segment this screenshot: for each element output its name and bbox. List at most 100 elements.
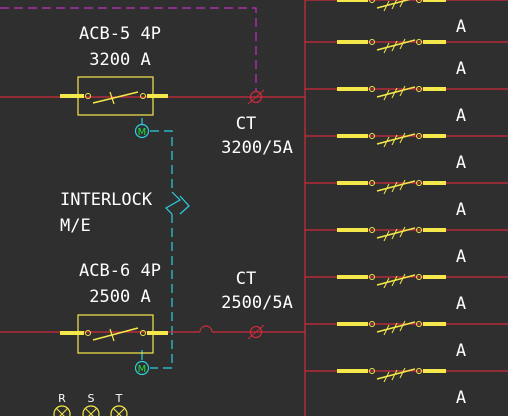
feeder-2: A (305, 38, 508, 79)
feeder-pivot-left (369, 274, 375, 280)
feeder-blade-mark (383, 0, 390, 12)
feeder-blade-mark (383, 183, 390, 195)
lamp-cross (88, 408, 97, 416)
feeder-pivot-right (416, 321, 422, 327)
feeder-8: A (305, 320, 508, 361)
feeder-blade-mark (399, 320, 406, 332)
interlock-zigzag (165, 191, 181, 215)
feeder-4: A (305, 132, 508, 173)
acb5-pivot-left (85, 93, 91, 99)
feeder-3: A (305, 85, 508, 126)
interlock-wire-lower (150, 214, 173, 369)
phase-lamp-s: S (82, 392, 100, 416)
feeder-switch-blade (376, 86, 416, 98)
ct-lower-symbol (249, 325, 263, 339)
lamp-icon (53, 405, 71, 416)
feeder-switch-blade (376, 133, 416, 145)
feeder-pivot-right (416, 0, 422, 3)
feeder-switch-blade (376, 39, 416, 51)
feeder-blade-mark (383, 42, 390, 54)
feeder-pivot-left (369, 133, 375, 139)
motor-label-lower: M (138, 364, 147, 375)
feeder-blade-mark (383, 277, 390, 289)
acb6-rating: 2500 A (89, 287, 150, 307)
acb6-name: ACB-6 4P (79, 261, 161, 281)
feeder-switch-blade (376, 0, 411, 9)
ct-upper-label: CT (236, 114, 256, 134)
feeder-blade-mark (383, 136, 390, 148)
feeder-pivot-left (369, 86, 375, 92)
ct-upper-symbol (249, 90, 263, 104)
ct-upper: CT 3200/5A (221, 89, 293, 158)
feeder-switch-blade (376, 321, 416, 333)
acb5-pivot-right (140, 93, 146, 99)
feeder-pivot-left (369, 321, 375, 327)
feeder-blade-mark (399, 0, 405, 8)
control-wire (0, 7, 257, 92)
phase-lamp-label: T (115, 392, 123, 405)
feeder-pivot-right (416, 180, 422, 186)
feeder-blade-mark (399, 179, 406, 191)
feeder-rating-label: A (456, 153, 466, 173)
feeder-blade-mark (391, 228, 398, 240)
feeder-switch-blade (376, 274, 416, 286)
interlock-sub-label: M/E (60, 216, 91, 236)
motor-operator-upper (134, 123, 150, 139)
feeder-switch-blade (376, 227, 416, 239)
acb6-incomer: ACB-6 4P 2500 A (0, 261, 305, 354)
ct-upper-ratio: 3200/5A (221, 138, 293, 158)
lamp-cross (59, 408, 68, 416)
acb6-pivot-left (85, 330, 91, 336)
feeder-pivot-left (369, 39, 375, 45)
ct-lower-label: CT (236, 269, 256, 289)
feeder-blade-mark (391, 181, 398, 193)
ct-lower-tick (247, 324, 265, 340)
phase-indicator-lamps: R S T (53, 392, 128, 416)
feeder-blade-mark (391, 275, 398, 287)
feeder-pivot-right (416, 86, 422, 92)
acb5-breaker-box[interactable] (77, 76, 154, 116)
acb6-switch-blade (92, 327, 139, 341)
feeder-rating-label: A (456, 388, 466, 408)
feeder-blade-mark (391, 322, 398, 334)
feeder-blade-mark (399, 85, 406, 97)
lamp-icon (82, 405, 100, 416)
feeder-9: A (305, 367, 508, 408)
phase-lamp-label: R (58, 392, 66, 405)
feeder-blade-mark (399, 367, 406, 379)
feeder-switch-blade (376, 368, 416, 380)
interlock-link: M M INTERLOCK M/E (60, 118, 190, 376)
interlock-wire-upper (150, 130, 173, 192)
feeder-pivot-right (416, 39, 422, 45)
feeder-pivot-right (416, 227, 422, 233)
acb5-name: ACB-5 4P (79, 24, 161, 44)
phase-lamp-label: S (88, 392, 95, 405)
acb6-pivot-right (140, 330, 146, 336)
feeder-rating-label: A (456, 17, 466, 37)
feeder-rating-label: A (456, 247, 466, 267)
feeder-blade-mark (399, 226, 406, 238)
feeder-blade-mark (383, 371, 390, 383)
feeder-7: A (305, 273, 508, 314)
ct-lower-ratio: 2500/5A (221, 293, 293, 313)
lamp-icon (110, 405, 128, 416)
feeder-blade-mark (391, 0, 398, 10)
feeder-6: A (305, 226, 508, 267)
feeder-pivot-right (416, 274, 422, 280)
feeder-rating-label: A (456, 294, 466, 314)
feeder-switch-blade (376, 180, 416, 192)
feeder-pivot-right (416, 368, 422, 374)
ct-upper-tick (247, 89, 265, 105)
phase-lamp-t: T (110, 392, 128, 416)
feeder-rating-label: A (456, 200, 466, 220)
feeder-blade-mark (383, 89, 390, 101)
acb5-incomer: ACB-5 4P 3200 A (0, 24, 305, 116)
feeder-blade-mark (399, 273, 406, 285)
feeder-blade-mark (391, 134, 398, 146)
feeder-pivot-left (369, 227, 375, 233)
motor-operator-lower (134, 360, 150, 376)
feeder-pivot-left (369, 368, 375, 374)
acb6-blade-mark (109, 328, 115, 342)
